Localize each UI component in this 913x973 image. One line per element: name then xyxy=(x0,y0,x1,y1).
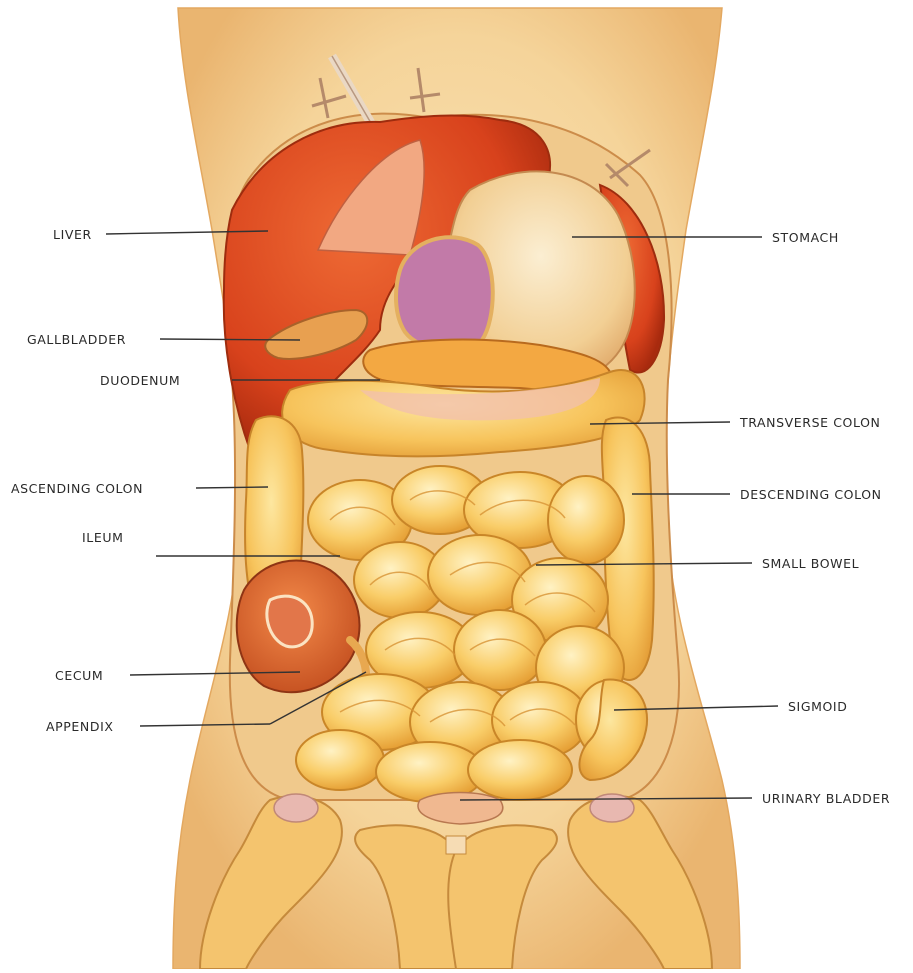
label-gallbladder: GALLBLADDER xyxy=(27,333,126,347)
label-sigmoid: SIGMOID xyxy=(788,700,847,714)
label-transverse-colon: TRANSVERSE COLON xyxy=(740,416,880,430)
label-urinary-bladder: URINARY BLADDER xyxy=(762,792,890,806)
label-liver: LIVER xyxy=(53,228,92,242)
leader-gallbladder xyxy=(160,339,300,340)
pubic-symphysis xyxy=(446,836,466,854)
label-cecum: CECUM xyxy=(55,669,103,683)
label-descending-colon: DESCENDING COLON xyxy=(740,488,882,502)
label-duodenum: DUODENUM xyxy=(100,374,180,388)
label-ascending-colon: ASCENDING COLON xyxy=(11,482,143,496)
label-ileum: ILEUM xyxy=(82,531,123,545)
leader-ascending-colon xyxy=(196,487,268,488)
stomach-interior xyxy=(396,237,493,350)
urinary-bladder xyxy=(418,793,503,825)
label-appendix: APPENDIX xyxy=(46,720,114,734)
label-stomach: STOMACH xyxy=(772,231,839,245)
label-small-bowel: SMALL BOWEL xyxy=(762,557,859,571)
